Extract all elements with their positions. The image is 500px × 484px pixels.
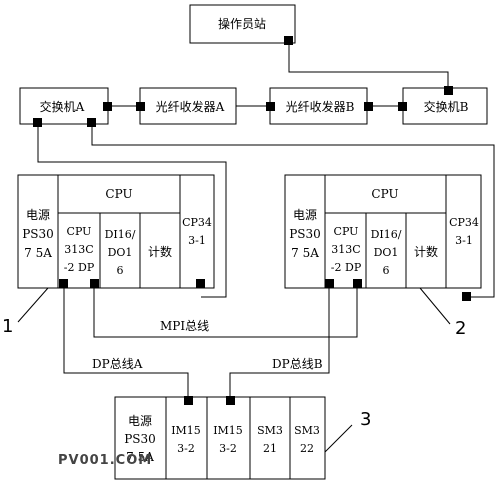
psu-label-line3: 7 5A <box>24 246 52 260</box>
psu-label-line1: 电源 <box>26 208 50 222</box>
bus-wires: MPI总线 DP总线A DP总线B <box>63 288 358 398</box>
cp-label-line1: CP34 <box>449 216 479 229</box>
fiber-transceiver-b: 光纤收发器B <box>269 87 368 125</box>
plc-station-1: 电源 PS30 7 5A CPU CPU 313C -2 DP DI16/ DO… <box>17 174 215 289</box>
dp-bus-a-label: DP总线A <box>92 357 143 371</box>
cpu-label-line2: 313C <box>331 243 360 256</box>
psu-label-line1: 电源 <box>293 208 317 222</box>
port-square <box>87 118 96 127</box>
port-square <box>226 396 235 405</box>
im2-label-line2: 3-2 <box>219 442 237 455</box>
psu-label-line2: PS30 <box>22 227 54 241</box>
callout-number-1: 1 <box>2 316 13 337</box>
im2-label-line1: IM15 <box>213 424 243 437</box>
cpu-label-line3: -2 DP <box>331 261 362 274</box>
cpu-header: CPU <box>371 187 398 201</box>
port-square <box>103 102 112 111</box>
dio-label-line1: DI16/ <box>105 228 136 241</box>
cpu-label-line1: CPU <box>67 225 92 238</box>
watermark-text: PV001.COM <box>58 453 152 468</box>
remote-io-station-3: 电源 PS30 7 5A IM15 3-2 IM15 3-2 SM3 21 SM… <box>114 396 326 480</box>
callout-number-3: 3 <box>360 409 371 430</box>
operator-station: 操作员站 <box>189 4 296 44</box>
dio-label-line3: 6 <box>117 264 124 277</box>
port-square <box>364 102 373 111</box>
port-square <box>196 279 205 288</box>
psu-label-line2: PS30 <box>124 432 156 446</box>
dio-label-line3: 6 <box>383 264 390 277</box>
callout-number-2: 2 <box>455 318 466 339</box>
port-square <box>266 102 275 111</box>
fiber-transceiver-a-label: 光纤收发器A <box>156 99 225 114</box>
dio-label-line2: DO1 <box>374 246 399 259</box>
dp-bus-b-label: DP总线B <box>272 357 323 371</box>
sm2-label-line1: SM3 <box>294 424 320 437</box>
cp-label-line2: 3-1 <box>455 234 473 247</box>
port-square <box>462 292 471 301</box>
callouts: 1 2 3 <box>2 287 466 453</box>
cpu-label-line3: -2 DP <box>64 261 95 274</box>
im1-label-line1: IM15 <box>171 424 201 437</box>
sm1-label-line2: 21 <box>263 442 277 455</box>
counter-label: 计数 <box>414 244 438 259</box>
im1-label-line2: 3-2 <box>177 442 195 455</box>
sm1-label-line1: SM3 <box>257 424 283 437</box>
cp-label-line2: 3-1 <box>188 234 206 247</box>
counter-label: 计数 <box>148 244 172 259</box>
psu-label-line2: PS30 <box>289 227 321 241</box>
fiber-transceiver-a: 光纤收发器A <box>139 87 237 125</box>
psu-label-line1: 电源 <box>128 414 152 428</box>
psu-label-line3: 7 5A <box>291 246 319 260</box>
network-ports <box>33 36 453 127</box>
dio-label-line2: DO1 <box>108 246 133 259</box>
cpu-label-line2: 313C <box>64 243 93 256</box>
network-wires <box>37 42 495 298</box>
port-square <box>353 279 362 288</box>
cp-label-line1: CP34 <box>182 216 212 229</box>
operator-station-label: 操作员站 <box>218 16 266 31</box>
port-square <box>444 86 453 95</box>
port-square <box>284 36 293 45</box>
port-square <box>184 396 193 405</box>
dio-label-line1: DI16/ <box>371 228 402 241</box>
port-square <box>398 102 407 111</box>
switch-a-label: 交换机A <box>40 99 85 114</box>
plc-station-2: 电源 PS30 7 5A CPU CPU 313C -2 DP DI16/ DO… <box>284 174 482 301</box>
port-square <box>90 279 99 288</box>
port-square <box>59 279 68 288</box>
psu-label-line3: 7 5A <box>126 450 154 464</box>
switch-b-label: 交换机B <box>424 99 469 114</box>
mpi-bus-label: MPI总线 <box>160 319 209 333</box>
cpu-label-line1: CPU <box>334 225 359 238</box>
sm2-label-line2: 22 <box>300 442 314 455</box>
port-square <box>33 118 42 127</box>
port-square <box>325 279 334 288</box>
port-square <box>136 102 145 111</box>
fiber-transceiver-b-label: 光纤收发器B <box>286 99 355 114</box>
cpu-header: CPU <box>105 187 132 201</box>
